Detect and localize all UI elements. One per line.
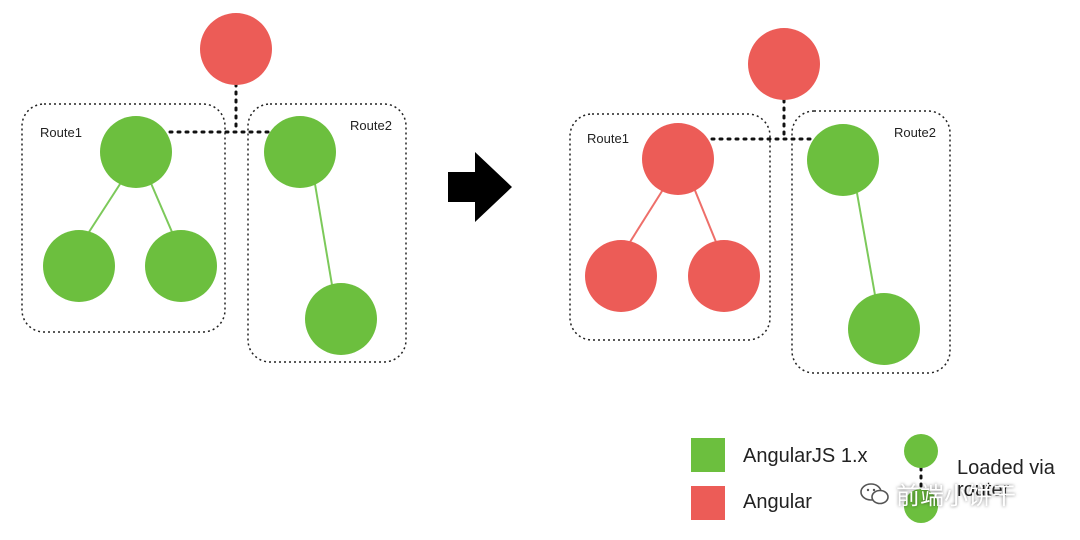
left-route2-box	[247, 103, 407, 363]
legend-swatch-angularjs	[691, 438, 725, 472]
right-route2-box	[791, 110, 951, 374]
left-route1-child-node	[145, 230, 217, 302]
right-diagram: Route1 Route2	[569, 28, 951, 374]
left-root-node	[200, 13, 272, 85]
legend-label-router: Loaded via router	[957, 457, 1055, 501]
right-route1-child-node	[585, 240, 657, 312]
left-route1-child-node	[43, 230, 115, 302]
right-tree-link	[856, 192, 876, 296]
legend-label-angular: Angular	[743, 491, 812, 513]
legend-router-symbol	[904, 434, 938, 523]
right-route1-box	[569, 113, 771, 341]
left-route1-label: Route1	[40, 125, 82, 140]
right-tree-link	[629, 187, 665, 243]
left-tree-link	[314, 183, 333, 286]
right-route1-child-node	[688, 240, 760, 312]
left-diagram: Route1 Route2	[21, 13, 407, 363]
wechat-icon	[860, 482, 889, 504]
legend-router-node	[904, 434, 938, 468]
legend-router-node	[904, 489, 938, 523]
watermark-text: 前端小饼干	[896, 482, 1016, 510]
legend-swatch-angular	[691, 486, 725, 520]
right-root-node	[748, 28, 820, 100]
right-route2-child-node	[848, 293, 920, 365]
watermark: 前端小饼干	[860, 476, 1016, 511]
left-route2-node	[264, 116, 336, 188]
left-route2-child-node	[305, 283, 377, 355]
left-route1-node	[100, 116, 172, 188]
left-route2-label: Route2	[350, 118, 392, 133]
left-tree-link	[149, 180, 173, 233]
left-route1-box	[21, 103, 226, 333]
right-route2-node	[807, 124, 879, 196]
right-route1-label: Route1	[587, 131, 629, 146]
legend-label-angularjs: AngularJS 1.x	[743, 445, 868, 467]
right-route1-node	[642, 123, 714, 195]
right-route2-label: Route2	[894, 125, 936, 140]
left-tree-link	[88, 180, 123, 233]
right-tree-link	[693, 187, 717, 243]
right-arrow-icon	[448, 152, 512, 222]
